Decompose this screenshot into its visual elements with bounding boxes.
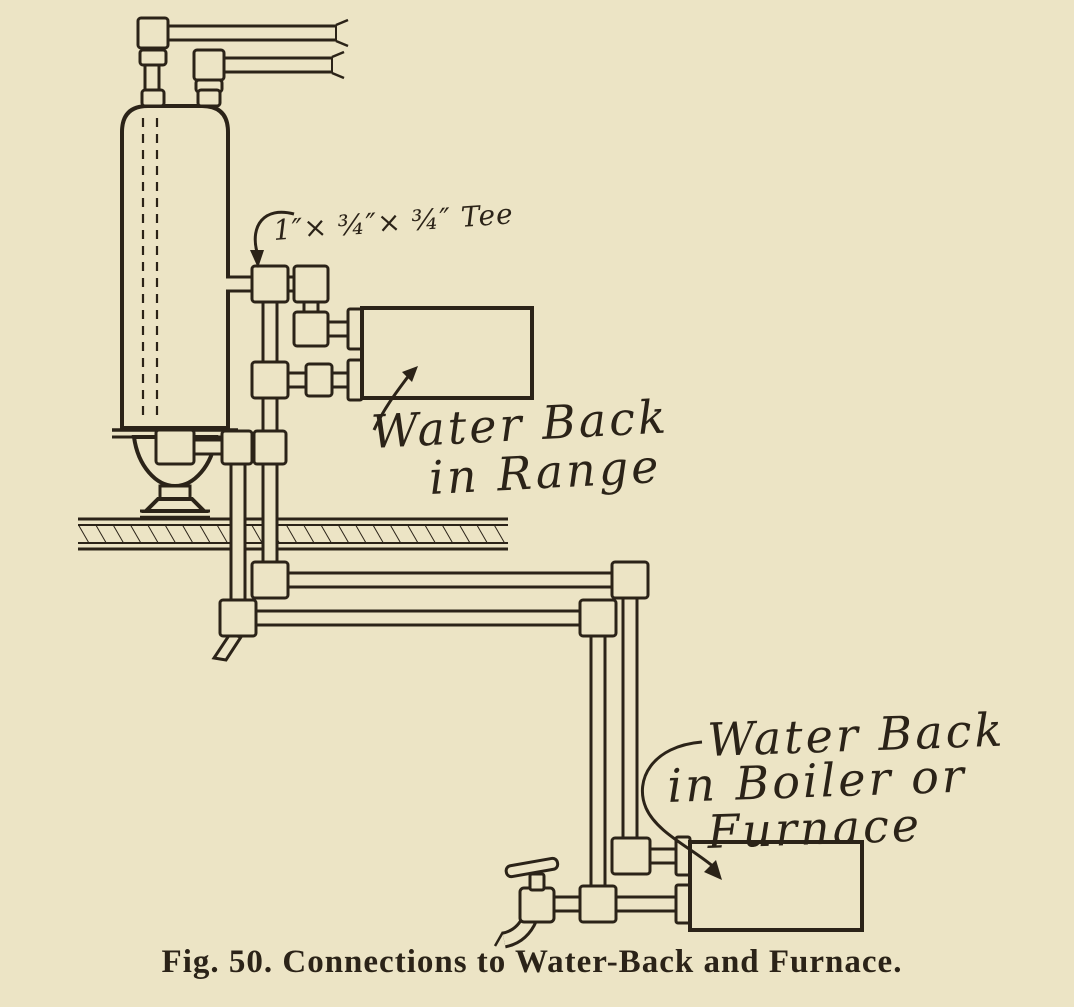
furnace-label-line3: Furnace — [705, 798, 922, 859]
tank-gauge-dashes — [141, 118, 159, 420]
elbow-drain-tail — [211, 632, 244, 662]
floor-hatching — [78, 517, 508, 551]
range-arrow — [372, 366, 418, 431]
tee-annotation-arrow — [250, 210, 295, 268]
furnace-label-line1: Water Back — [706, 703, 1006, 767]
tee-annotation-text: 1″× ¾″× ¾″ Tee — [272, 197, 514, 247]
open-pipe-ends — [331, 18, 349, 80]
drain-faucet — [493, 856, 560, 949]
pipe-fittings — [136, 16, 692, 925]
range-label-line2: in Range — [428, 439, 663, 505]
range-water-back-box — [360, 306, 534, 400]
furnace-arrow — [640, 740, 722, 880]
furnace-label-line2: in Boiler or — [666, 749, 967, 813]
furnace-water-back-box — [688, 840, 864, 932]
figure-caption: Fig. 50. Connections to Water-Back and F… — [162, 944, 903, 980]
faucet-handle — [504, 856, 560, 879]
one-inch-tee-fitting — [250, 264, 290, 304]
